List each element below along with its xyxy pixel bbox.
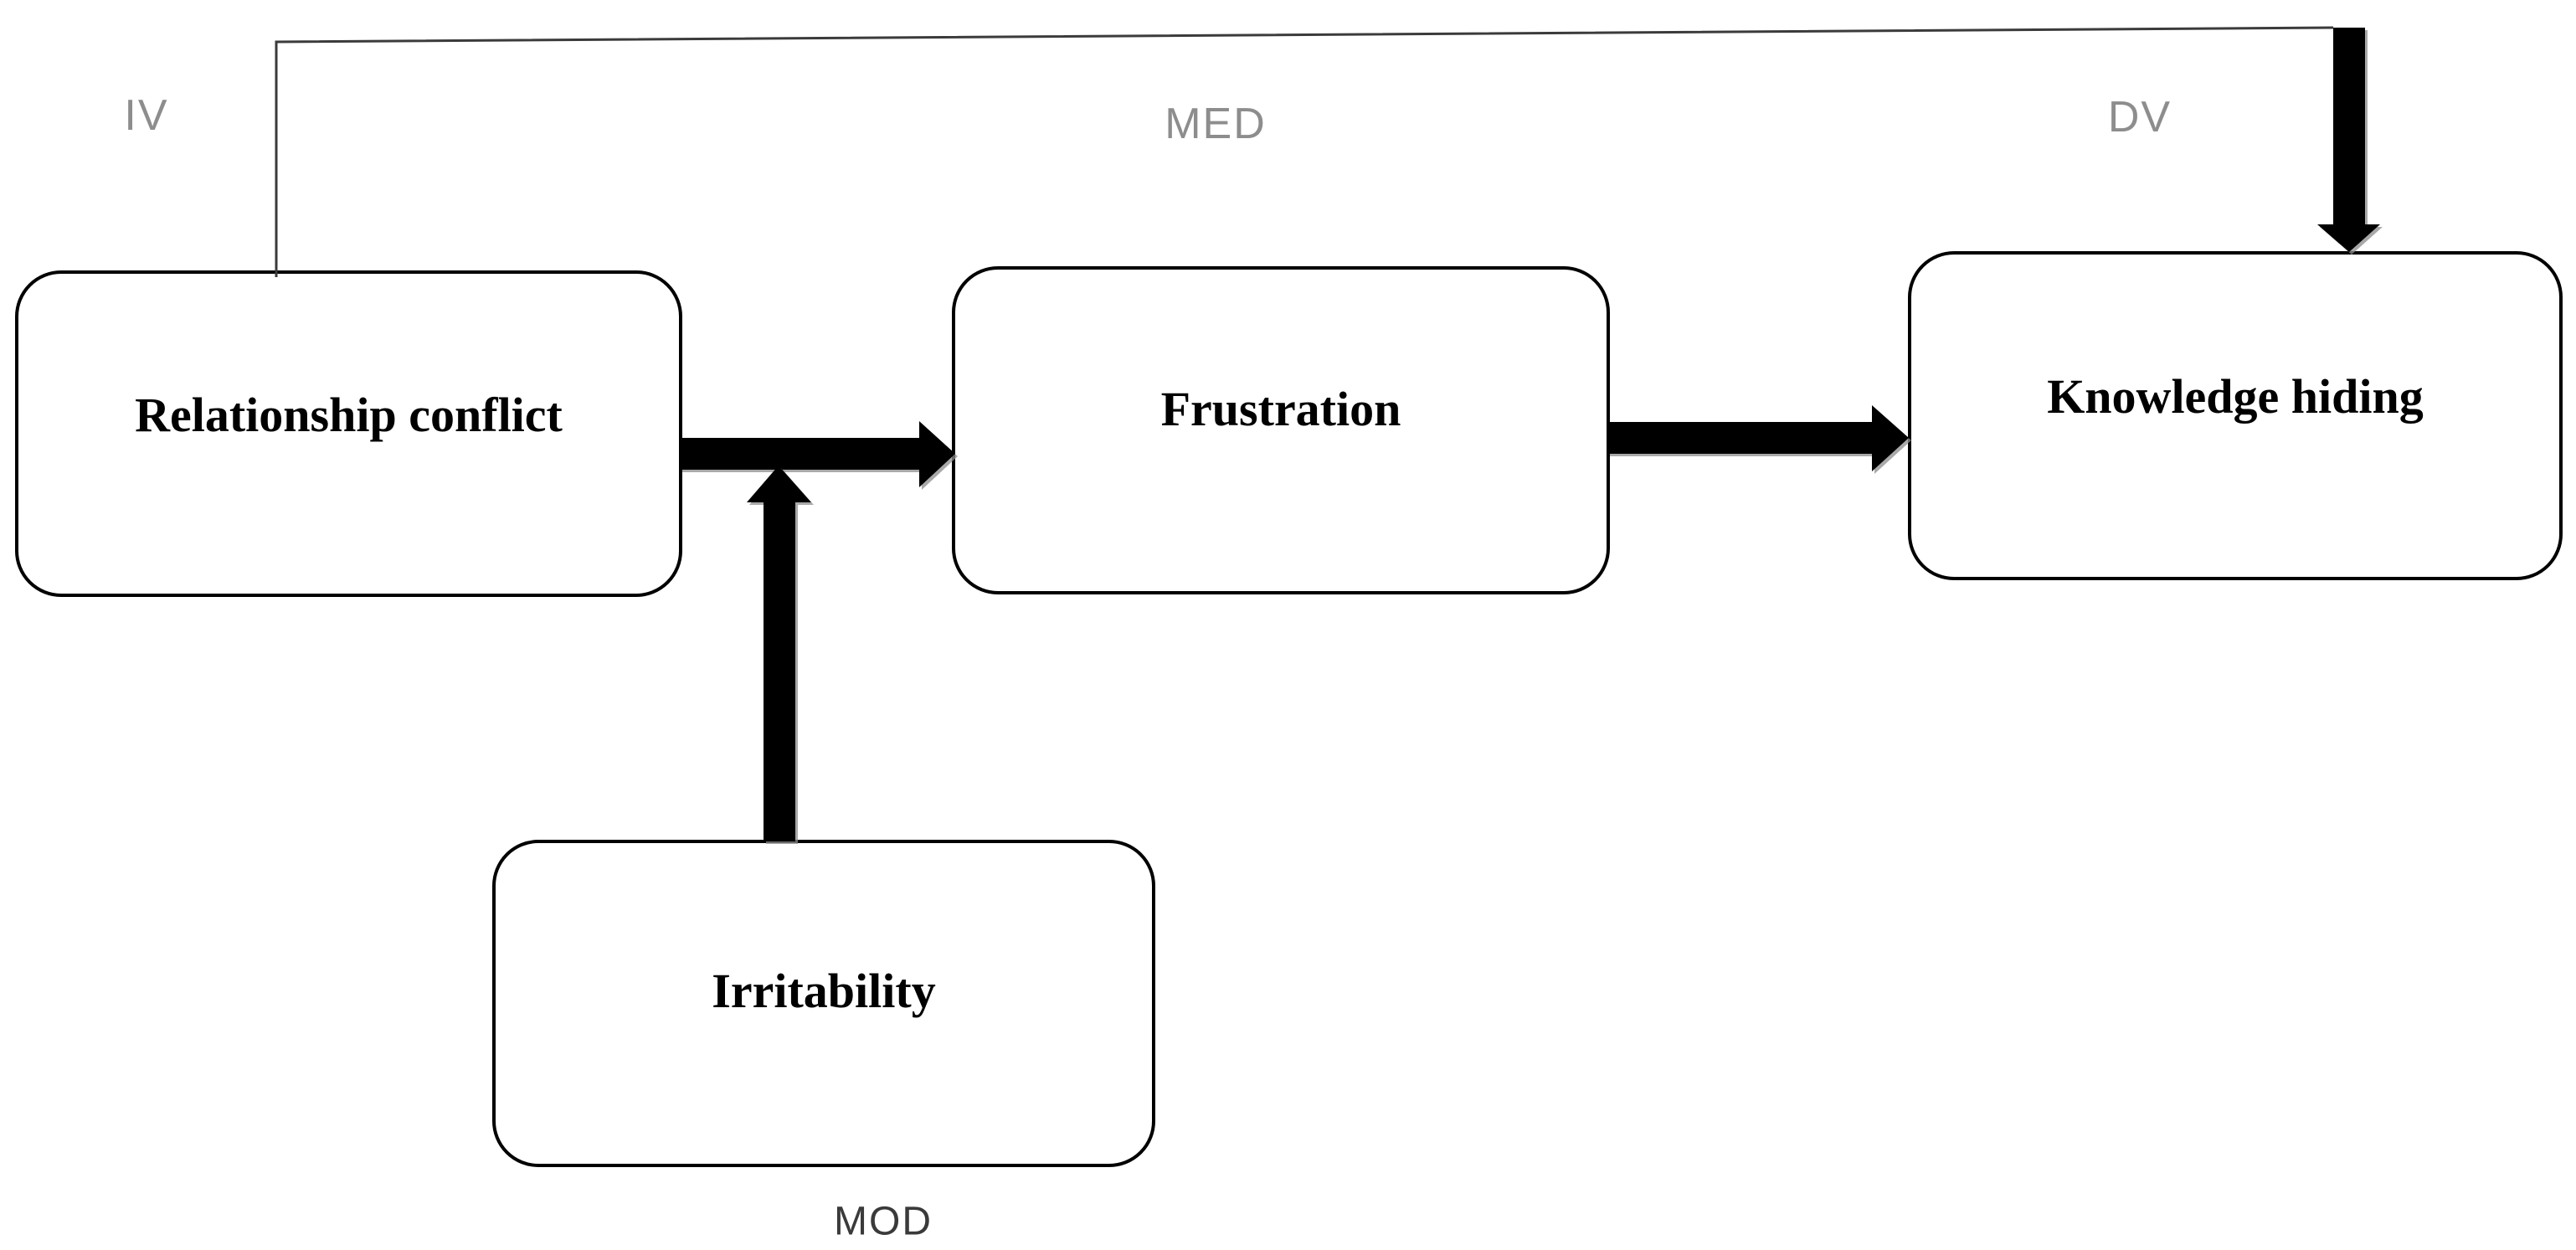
arrow-direct-to-knowledge-hiding xyxy=(2317,28,2380,252)
knowledge-hiding-box: Knowledge hiding xyxy=(1908,251,2563,580)
arrow-irritability-moderation xyxy=(747,466,811,841)
mod-role-label: MOD xyxy=(834,1199,933,1244)
arrow-frustration-to-knowledge-hiding xyxy=(1607,405,1909,471)
frustration-box: Frustration xyxy=(952,266,1610,594)
frustration-label: Frustration xyxy=(1160,381,1401,436)
relationship-conflict-label: Relationship conflict xyxy=(135,387,563,442)
irritability-label: Irritability xyxy=(712,964,936,1018)
med-role-label: MED xyxy=(1165,100,1267,148)
direct-effect-line xyxy=(275,26,2334,277)
iv-role-label: IV xyxy=(124,91,169,140)
dv-role-label: DV xyxy=(2107,93,2172,141)
irritability-box: Irritability xyxy=(492,840,1155,1167)
knowledge-hiding-label: Knowledge hiding xyxy=(2047,369,2424,424)
arrow-rc-to-frustration xyxy=(680,421,955,487)
relationship-conflict-box: Relationship conflict xyxy=(15,270,682,597)
